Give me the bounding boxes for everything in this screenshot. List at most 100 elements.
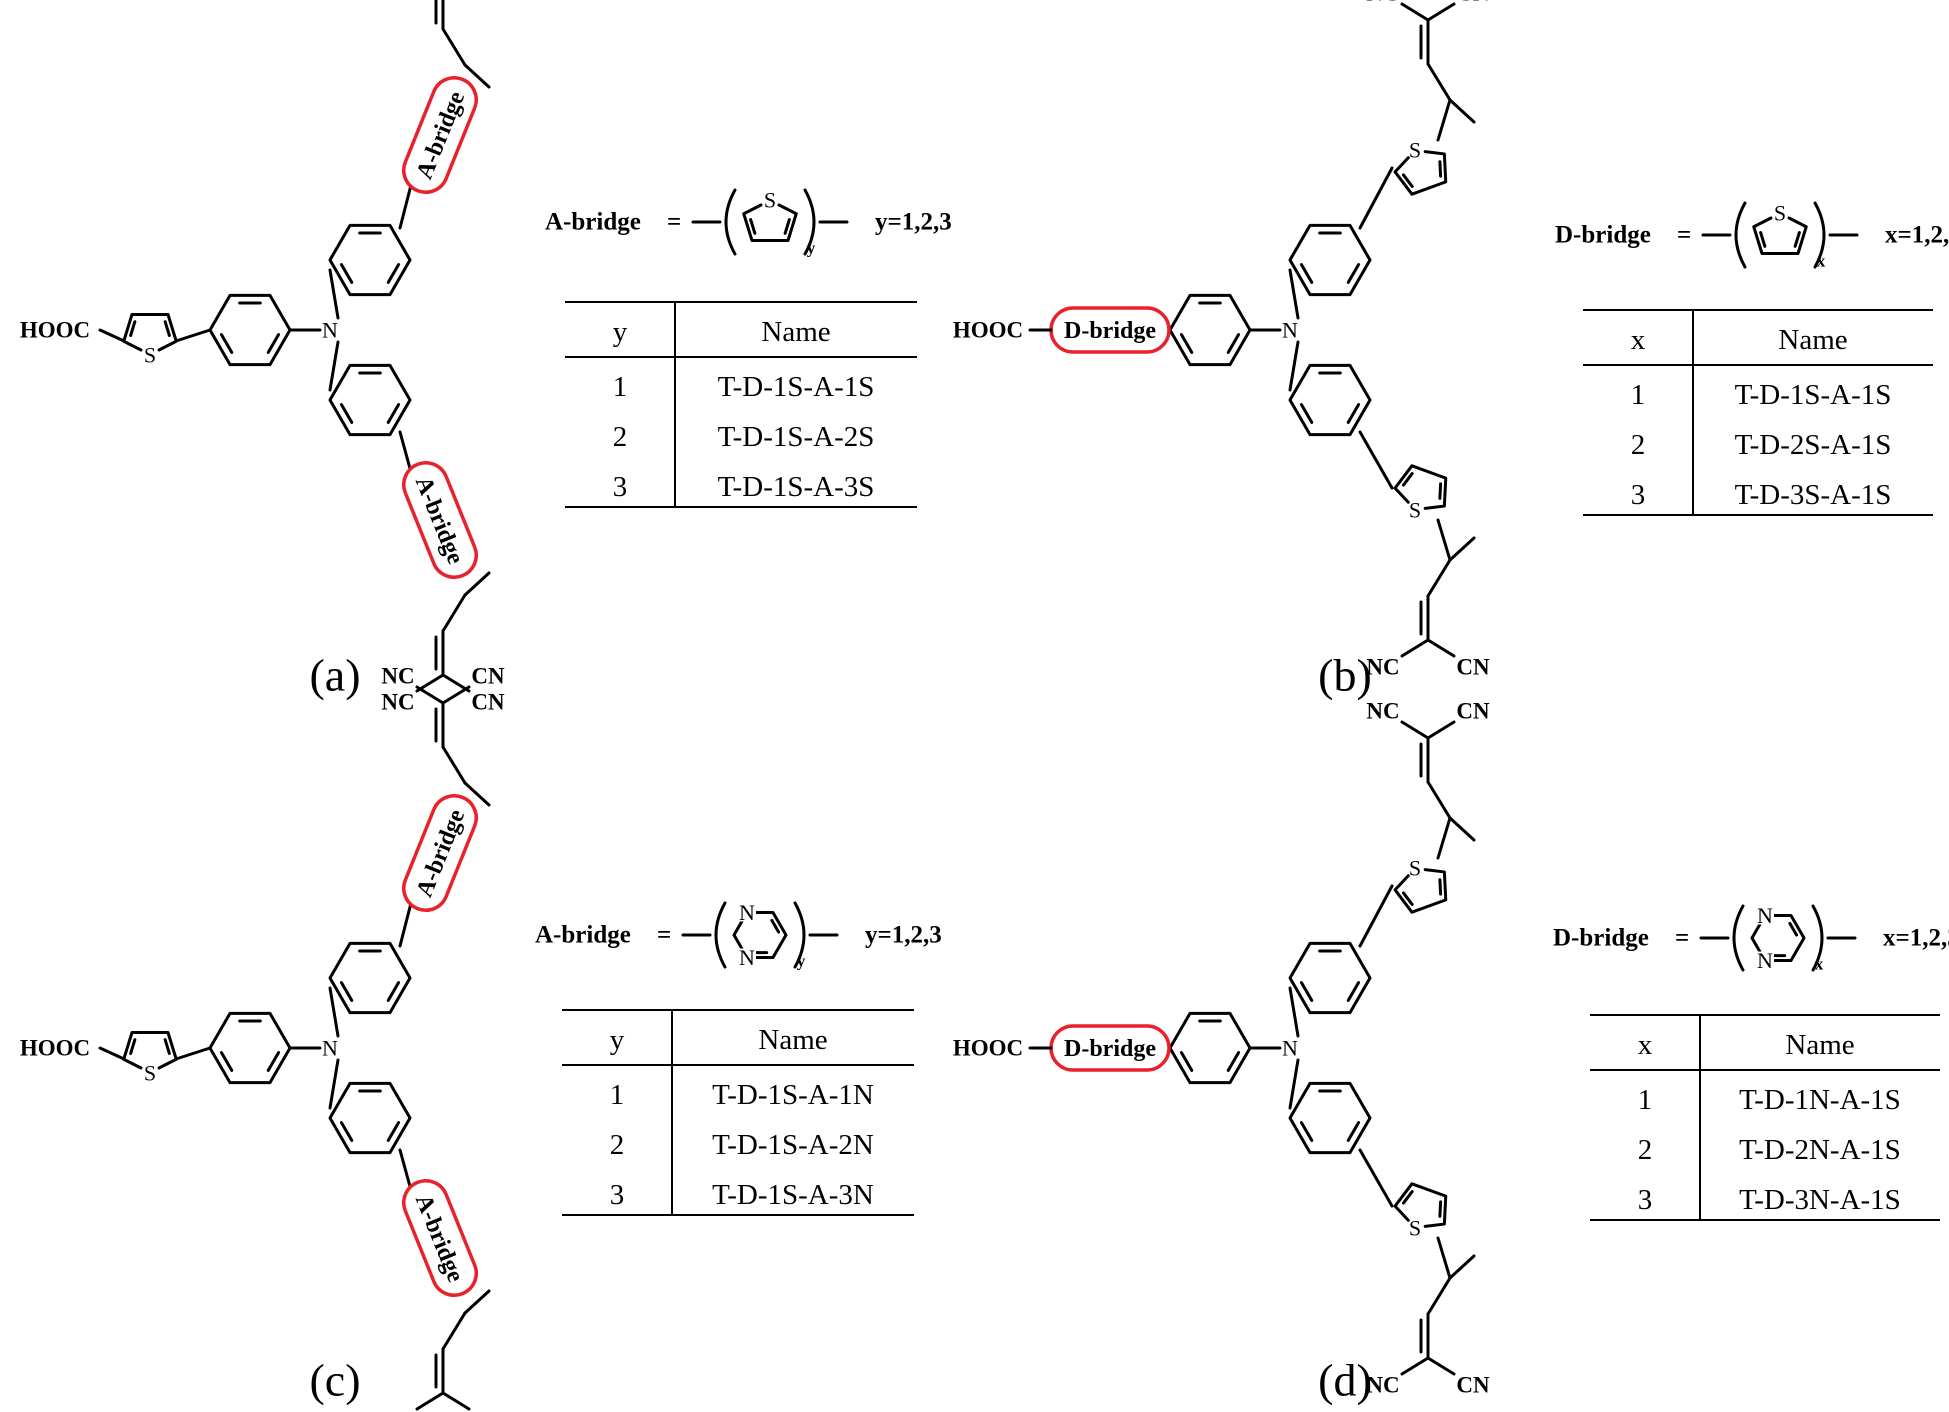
table-header-cell: x <box>1638 1029 1653 1061</box>
table-cell: T-D-1S-A-3N <box>712 1179 874 1211</box>
bond <box>1288 986 1300 1038</box>
double-bond <box>129 320 137 338</box>
table-cell: T-D-1S-A-1S <box>1735 379 1892 411</box>
carboxylic-acid-group: HOOC <box>20 318 90 343</box>
carboxylic-acid-group: HOOC <box>953 318 1023 343</box>
benzene-ring <box>1288 941 1372 1015</box>
benzene-ring <box>1288 223 1372 297</box>
upper-arm-bridge: A-bridge <box>402 794 478 912</box>
table-cell: T-D-2S-A-1S <box>1735 429 1892 461</box>
benzene-outline <box>208 293 292 367</box>
bond <box>1358 1148 1394 1208</box>
definition-label: D-bridge <box>1553 925 1649 952</box>
benzene-ring <box>1288 1081 1372 1155</box>
table-cell: 3 <box>1631 479 1646 511</box>
double-bond <box>1401 891 1414 906</box>
double-bond <box>1346 403 1361 424</box>
double-bond <box>163 320 171 338</box>
double-bond <box>219 1051 234 1072</box>
table-header-cell: Name <box>758 1024 827 1056</box>
bridge-label: D-bridge <box>1064 318 1156 344</box>
bridge-definition: D-bridge=Sxx=1,2,3 <box>1555 201 1949 271</box>
lower-thiophene-ring: S <box>1393 464 1448 523</box>
table-cell: T-D-1N-A-1S <box>1739 1084 1901 1116</box>
atom-mask <box>1756 904 1774 925</box>
definition-label: A-bridge <box>535 922 631 949</box>
double-bond <box>1438 160 1443 178</box>
table-cell: T-D-1S-A-2N <box>712 1129 874 1161</box>
benzene-outline <box>328 223 412 297</box>
double-bond <box>1793 230 1801 248</box>
vinyl-bond <box>441 745 467 785</box>
bond <box>98 1046 126 1061</box>
bridge-label: D-bridge <box>1064 1036 1156 1062</box>
chain-bond <box>463 63 491 89</box>
repeat-unit-ring: NN <box>732 900 788 970</box>
table-cell: T-D-2N-A-1S <box>1739 1134 1901 1166</box>
nc-group: NC <box>381 690 414 715</box>
cn-group: CN <box>1456 1373 1490 1398</box>
chain-bond <box>463 571 491 597</box>
double-bond <box>1346 1121 1361 1142</box>
bond <box>1288 268 1300 320</box>
double-bond <box>1401 1190 1414 1205</box>
repeat-range: x=1,2,3 <box>1883 925 1949 952</box>
benzene-ring <box>1168 1011 1252 1085</box>
bond <box>98 328 126 343</box>
thiophene-sulfur-atom: S <box>1409 498 1421 523</box>
table-cell: T-D-1S-A-3S <box>718 471 875 503</box>
benzene-ring <box>1168 293 1252 367</box>
benzene-outline <box>1288 941 1372 1015</box>
double-bond <box>1759 230 1767 248</box>
panel-b: ND-bridgeHOOCSNCCNSNCCND-bridge=Sxx=1,2,… <box>953 0 1949 701</box>
double-bond <box>1179 1051 1194 1072</box>
pyrimidine-nitrogen: N <box>739 945 755 970</box>
bond <box>1436 1236 1452 1280</box>
double-bond <box>1226 333 1241 354</box>
bond <box>1436 816 1452 860</box>
repeat-range: x=1,2,3 <box>1885 222 1949 249</box>
double-bond <box>1438 1200 1443 1218</box>
chain-bond <box>1448 536 1476 562</box>
double-bond <box>1299 403 1314 424</box>
benzene-ring <box>328 223 412 297</box>
double-bond <box>1401 472 1414 487</box>
double-bond <box>1401 173 1414 188</box>
benzene-ring <box>208 1011 292 1085</box>
table-cell: 1 <box>613 371 628 403</box>
panel-a: NSHOOCA-bridgeNCCNA-bridgeNCCNA-bridge=S… <box>20 0 952 715</box>
nitrile-bond <box>415 1391 445 1411</box>
bridge-outline <box>402 76 478 194</box>
definition-equals: = <box>667 209 681 236</box>
vinyl-bond <box>1426 1276 1452 1316</box>
thiophene-sulfur-atom: S <box>1774 201 1786 226</box>
repeat-paren-right <box>1813 201 1826 269</box>
benzene-ring <box>208 293 292 367</box>
repeat-paren-right <box>793 901 806 969</box>
amine-nitrogen: N <box>322 318 338 343</box>
repeat-subscript: x <box>1817 252 1826 271</box>
benzene-outline <box>208 1011 292 1085</box>
vinyl-bond <box>441 1311 467 1351</box>
bond <box>328 986 340 1038</box>
benzene-outline <box>1288 1081 1372 1155</box>
double-bond <box>1346 263 1361 284</box>
benzene-ring <box>1288 363 1372 437</box>
vinyl-bond <box>1426 62 1452 102</box>
definition-equals: = <box>1677 222 1691 249</box>
repeat-unit-ring: S <box>1752 201 1808 255</box>
bond <box>1436 98 1452 142</box>
table-cell: T-D-3S-A-1S <box>1735 479 1892 511</box>
double-bond <box>266 1051 281 1072</box>
thiophene-outline <box>122 1031 178 1070</box>
table-cell: 2 <box>610 1129 625 1161</box>
thiophene-sulfur-atom: S <box>144 1061 156 1086</box>
thiophene-sulfur-atom: S <box>1409 138 1421 163</box>
